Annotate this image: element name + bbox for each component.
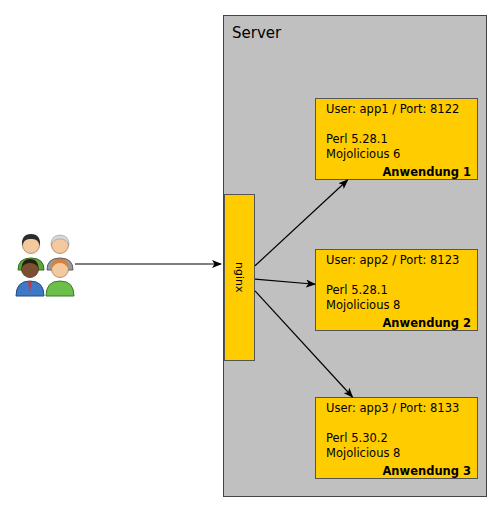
server-box: Server nginx User: app1 / Port: 8122Perl 5… [223, 15, 487, 497]
application-box: User: app2 / Port: 8123Perl 5.28.1Mojoli… [315, 249, 478, 331]
application-name: Anwendung 3 [326, 464, 471, 479]
connector-arrow [255, 279, 315, 284]
version-line: Mojolicious 8 [326, 298, 471, 313]
connector-arrow [255, 291, 352, 397]
server-title: Server [232, 24, 281, 42]
application-name: Anwendung 2 [326, 316, 471, 331]
proxy-label: nginx [233, 262, 246, 293]
user-port-line: User: app3 / Port: 8133 [326, 401, 471, 416]
application-box: User: app3 / Port: 8133Perl 5.30.2Mojoli… [315, 397, 478, 479]
user-port-line: User: app2 / Port: 8123 [326, 253, 471, 268]
nginx-box: nginx [224, 194, 255, 361]
version-line: Mojolicious 8 [326, 446, 471, 461]
user-port-line: User: app1 / Port: 8122 [326, 102, 471, 117]
users-icon [10, 228, 90, 308]
connector-arrow [255, 180, 348, 266]
application-name: Anwendung 1 [326, 165, 471, 180]
user-arrow [75, 263, 221, 264]
version-line: Perl 5.28.1 [326, 132, 471, 147]
version-line: Perl 5.30.2 [326, 431, 471, 446]
application-box: User: app1 / Port: 8122Perl 5.28.1Mojoli… [315, 98, 478, 180]
version-line: Mojolicious 6 [326, 147, 471, 162]
person-man-blue [16, 259, 44, 296]
person-man-green [46, 259, 74, 296]
version-line: Perl 5.28.1 [326, 283, 471, 298]
